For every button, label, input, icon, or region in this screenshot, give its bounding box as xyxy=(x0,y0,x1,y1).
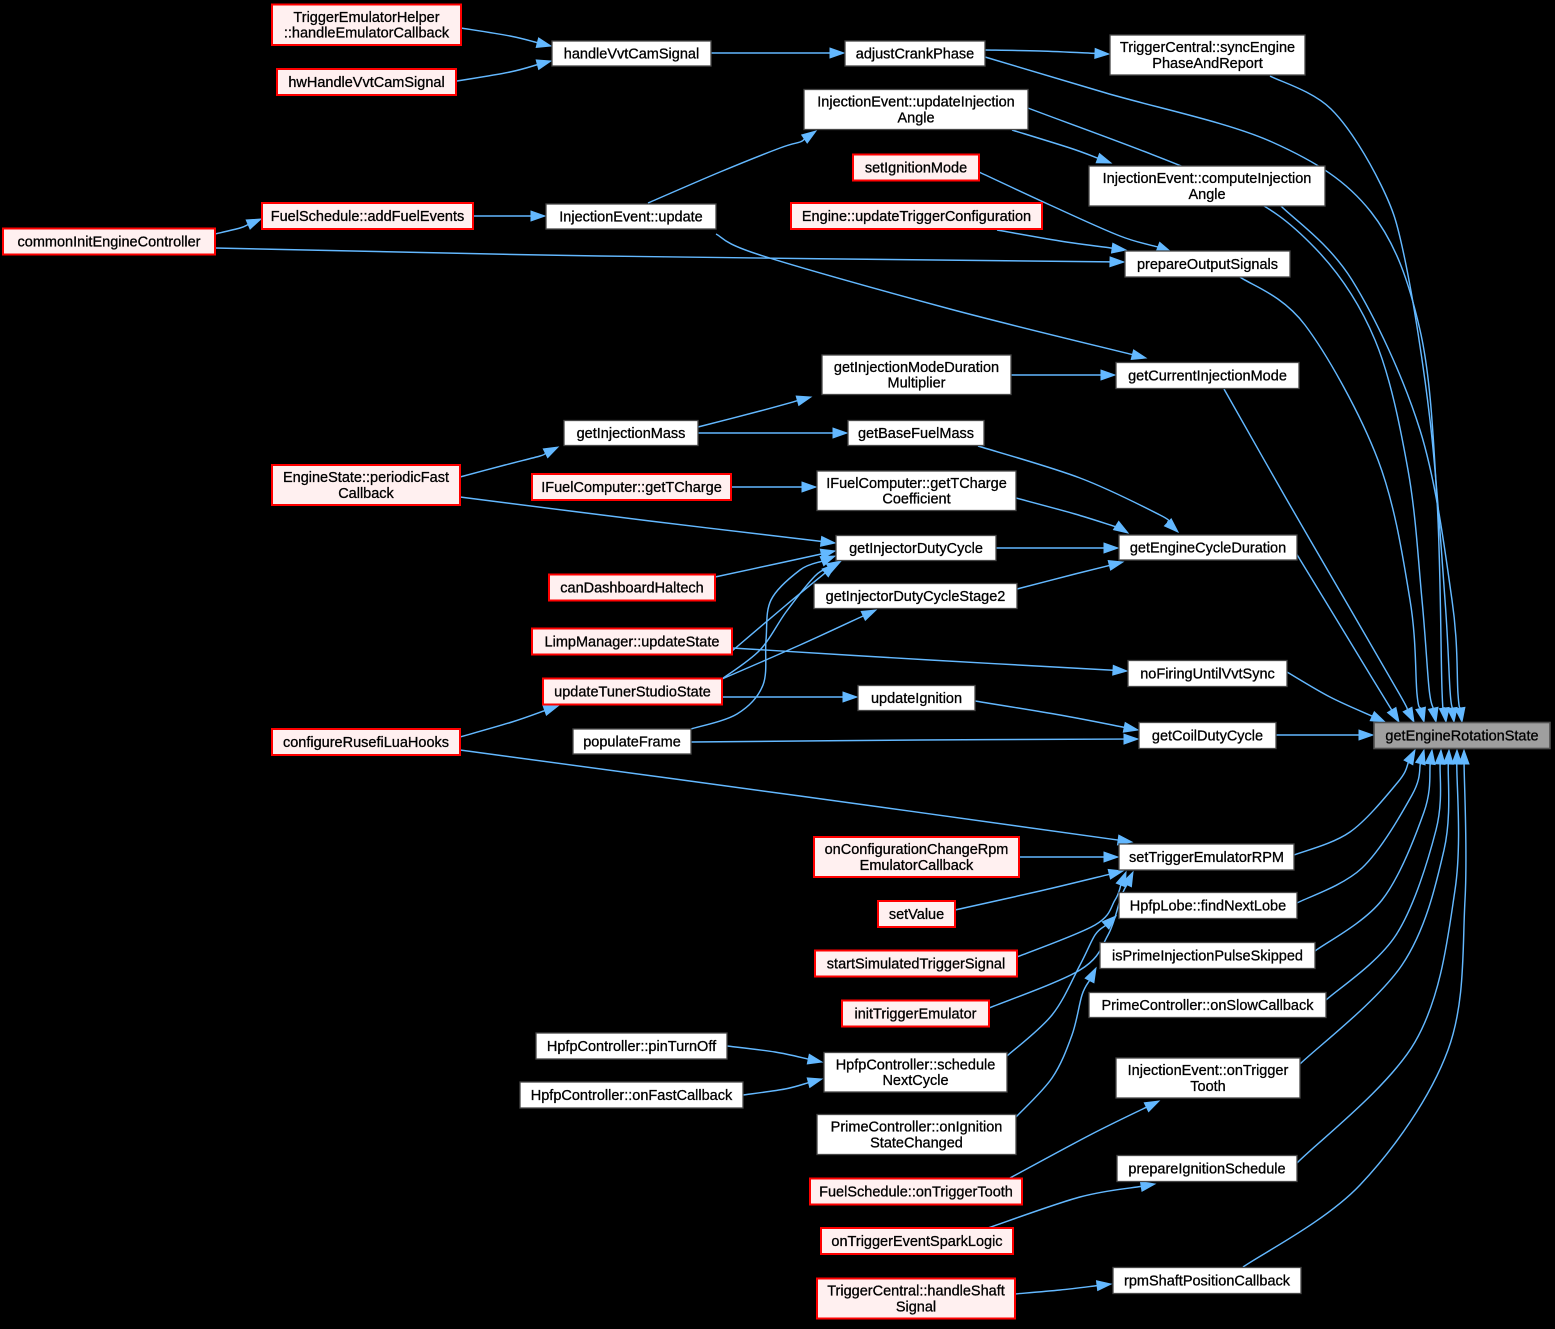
svg-text:Engine::updateTriggerConfigura: Engine::updateTriggerConfiguration xyxy=(802,209,1031,225)
svg-text:PrimeController::onIgnition: PrimeController::onIgnition xyxy=(831,1120,1003,1136)
svg-text:commonInitEngineController: commonInitEngineController xyxy=(18,235,201,251)
svg-text:populateFrame: populateFrame xyxy=(583,735,681,751)
svg-text:prepareIgnitionSchedule: prepareIgnitionSchedule xyxy=(1128,1162,1285,1178)
svg-text:StateChanged: StateChanged xyxy=(870,1135,963,1151)
svg-text:getBaseFuelMass: getBaseFuelMass xyxy=(858,426,974,442)
svg-text:getEngineCycleDuration: getEngineCycleDuration xyxy=(1130,541,1286,557)
svg-text:TriggerCentral::syncEngine: TriggerCentral::syncEngine xyxy=(1120,40,1295,56)
svg-text:setIgnitionMode: setIgnitionMode xyxy=(865,161,967,177)
svg-text:isPrimeInjectionPulseSkipped: isPrimeInjectionPulseSkipped xyxy=(1112,949,1303,965)
svg-text:Coefficient: Coefficient xyxy=(882,492,950,508)
svg-text:FuelSchedule::addFuelEvents: FuelSchedule::addFuelEvents xyxy=(271,209,464,225)
svg-text:setTriggerEmulatorRPM: setTriggerEmulatorRPM xyxy=(1129,850,1284,866)
svg-text:PhaseAndReport: PhaseAndReport xyxy=(1152,56,1262,72)
svg-text:getCurrentInjectionMode: getCurrentInjectionMode xyxy=(1128,369,1287,385)
svg-text:LimpManager::updateState: LimpManager::updateState xyxy=(545,635,720,651)
svg-text:startSimulatedTriggerSignal: startSimulatedTriggerSignal xyxy=(827,957,1005,973)
svg-text:getCoilDutyCycle: getCoilDutyCycle xyxy=(1152,729,1263,745)
svg-text:NextCycle: NextCycle xyxy=(882,1073,948,1089)
svg-text:FuelSchedule::onTriggerTooth: FuelSchedule::onTriggerTooth xyxy=(819,1185,1013,1201)
svg-text:updateTunerStudioState: updateTunerStudioState xyxy=(554,685,711,701)
svg-text:IFuelComputer::getTCharge: IFuelComputer::getTCharge xyxy=(541,480,722,496)
svg-text:getInjectionModeDuration: getInjectionModeDuration xyxy=(834,360,999,376)
svg-text:Multiplier: Multiplier xyxy=(887,376,945,392)
svg-text:Signal: Signal xyxy=(896,1299,936,1315)
svg-text:setValue: setValue xyxy=(889,907,944,923)
svg-text:HpfpController::onFastCallback: HpfpController::onFastCallback xyxy=(531,1088,733,1104)
svg-text:HpfpLobe::findNextLobe: HpfpLobe::findNextLobe xyxy=(1130,899,1286,915)
svg-text:Callback: Callback xyxy=(338,486,394,502)
svg-text:HpfpController::schedule: HpfpController::schedule xyxy=(836,1057,996,1073)
svg-text:PrimeController::onSlowCallbac: PrimeController::onSlowCallback xyxy=(1102,998,1315,1014)
svg-text:InjectionEvent::computeInjecti: InjectionEvent::computeInjection xyxy=(1103,171,1312,187)
svg-text:::handleEmulatorCallback: ::handleEmulatorCallback xyxy=(284,26,450,42)
svg-text:onTriggerEventSparkLogic: onTriggerEventSparkLogic xyxy=(831,1234,1002,1250)
svg-text:onConfigurationChangeRpm: onConfigurationChangeRpm xyxy=(825,842,1009,858)
svg-text:prepareOutputSignals: prepareOutputSignals xyxy=(1137,257,1278,273)
svg-text:adjustCrankPhase: adjustCrankPhase xyxy=(856,47,975,63)
svg-text:InjectionEvent::onTrigger: InjectionEvent::onTrigger xyxy=(1128,1063,1289,1079)
svg-text:InjectionEvent::update: InjectionEvent::update xyxy=(559,210,703,226)
svg-text:getInjectorDutyCycleStage2: getInjectorDutyCycleStage2 xyxy=(826,589,1006,605)
svg-text:getEngineRotationState: getEngineRotationState xyxy=(1385,729,1538,745)
svg-text:Angle: Angle xyxy=(897,110,934,126)
svg-text:Tooth: Tooth xyxy=(1190,1079,1225,1095)
svg-text:rpmShaftPositionCallback: rpmShaftPositionCallback xyxy=(1124,1274,1291,1290)
svg-text:EngineState::periodicFast: EngineState::periodicFast xyxy=(283,470,449,486)
svg-text:HpfpController::pinTurnOff: HpfpController::pinTurnOff xyxy=(547,1039,717,1055)
svg-text:EmulatorCallback: EmulatorCallback xyxy=(860,858,974,874)
svg-text:InjectionEvent::updateInjectio: InjectionEvent::updateInjection xyxy=(817,95,1015,111)
svg-text:noFiringUntilVvtSync: noFiringUntilVvtSync xyxy=(1140,667,1275,683)
svg-text:TriggerCentral::handleShaft: TriggerCentral::handleShaft xyxy=(827,1284,1005,1300)
svg-text:initTriggerEmulator: initTriggerEmulator xyxy=(855,1007,977,1023)
svg-text:Angle: Angle xyxy=(1188,187,1225,203)
svg-text:configureRusefiLuaHooks: configureRusefiLuaHooks xyxy=(283,735,449,751)
svg-text:handleVvtCamSignal: handleVvtCamSignal xyxy=(564,47,699,63)
svg-text:TriggerEmulatorHelper: TriggerEmulatorHelper xyxy=(293,10,439,26)
svg-text:IFuelComputer::getTCharge: IFuelComputer::getTCharge xyxy=(826,476,1007,492)
svg-text:getInjectorDutyCycle: getInjectorDutyCycle xyxy=(849,541,983,557)
svg-text:hwHandleVvtCamSignal: hwHandleVvtCamSignal xyxy=(288,75,444,91)
svg-text:canDashboardHaltech: canDashboardHaltech xyxy=(560,581,703,597)
svg-text:getInjectionMass: getInjectionMass xyxy=(577,426,686,442)
svg-text:updateIgnition: updateIgnition xyxy=(871,691,962,707)
